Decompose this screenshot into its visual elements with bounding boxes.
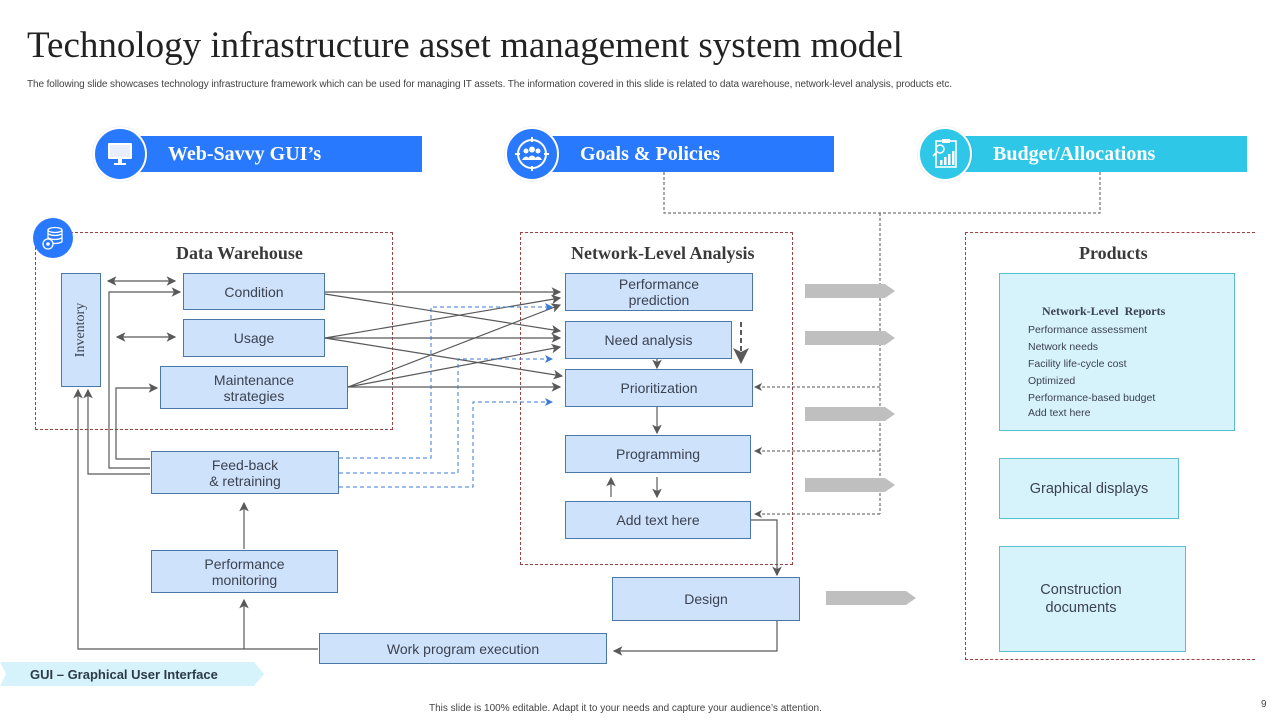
network-analysis-frame xyxy=(520,232,793,565)
banner-budget-allocations: Budget/Allocations xyxy=(965,136,1247,172)
budget-report-icon xyxy=(918,127,972,181)
gui-legend: GUI – Graphical User Interface xyxy=(0,662,264,686)
network-level-reports-box: Network-Level Reports Performance assess… xyxy=(999,273,1235,431)
banner-label: Web-Savvy GUI’s xyxy=(168,142,322,165)
performance-monitoring-box: Performance monitoring xyxy=(151,550,338,593)
report-item: Facility life-cycle cost xyxy=(1028,358,1127,370)
gray-arrow-1 xyxy=(805,284,895,298)
report-item: Performance assessment xyxy=(1028,324,1148,336)
graphical-displays-label: Graphical displays xyxy=(1029,480,1149,497)
add-text-box: Add text here xyxy=(565,501,751,539)
performance-prediction-box: Performance prediction xyxy=(565,273,753,311)
monitor-icon xyxy=(93,127,147,181)
products-title: Products xyxy=(1079,243,1148,263)
data-warehouse-frame xyxy=(35,232,393,430)
inventory-label: Inventory xyxy=(73,302,88,358)
construction-documents-label: Construction documents xyxy=(1040,582,1122,616)
database-gear-icon xyxy=(33,218,73,258)
banner-web-savvy-gui: Web-Savvy GUI’s xyxy=(140,136,422,172)
gui-legend-label: GUI – Graphical User Interface xyxy=(30,666,218,682)
report-item: Optimized xyxy=(1028,375,1076,387)
gray-arrow-5 xyxy=(826,591,916,605)
footer-note: This slide is 100% editable. Adapt it to… xyxy=(429,703,822,714)
graphical-displays-box: Graphical displays xyxy=(999,458,1179,519)
products-frame xyxy=(965,232,1255,660)
banner-goals-policies: Goals & Policies xyxy=(552,136,834,172)
gray-arrow-4 xyxy=(805,478,895,492)
team-target-icon xyxy=(505,127,559,181)
usage-box: Usage xyxy=(183,319,325,357)
slide-subtitle: The following slide showcases technology… xyxy=(27,79,952,90)
network-analysis-title: Network-Level Analysis xyxy=(571,243,755,263)
banner-label: Goals & Policies xyxy=(580,142,720,165)
feedback-retraining-box: Feed-back & retraining xyxy=(151,451,339,494)
work-program-execution-box: Work program execution xyxy=(319,633,607,664)
maintenance-strategies-box: Maintenance strategies xyxy=(160,366,348,409)
page-number: 9 xyxy=(1261,699,1267,710)
slide-title: Technology infrastructure asset manageme… xyxy=(27,25,903,66)
design-box: Design xyxy=(612,577,800,621)
prioritization-box: Prioritization xyxy=(565,369,753,407)
banner-label: Budget/Allocations xyxy=(993,142,1156,165)
need-analysis-box: Need analysis xyxy=(565,321,732,359)
programming-box: Programming xyxy=(565,435,751,473)
gray-arrow-3 xyxy=(805,407,895,421)
gray-arrow-2 xyxy=(805,331,895,345)
report-item: Network needs xyxy=(1028,341,1099,353)
condition-box: Condition xyxy=(183,273,325,310)
data-warehouse-title: Data Warehouse xyxy=(176,243,303,263)
report-item: Add text here xyxy=(1028,407,1091,419)
construction-documents-box: Construction documents xyxy=(999,546,1186,652)
report-item: Performance-based budget xyxy=(1028,392,1156,404)
inventory-box: Inventory xyxy=(61,273,101,387)
reports-title: Network-Level Reports xyxy=(1042,304,1166,318)
